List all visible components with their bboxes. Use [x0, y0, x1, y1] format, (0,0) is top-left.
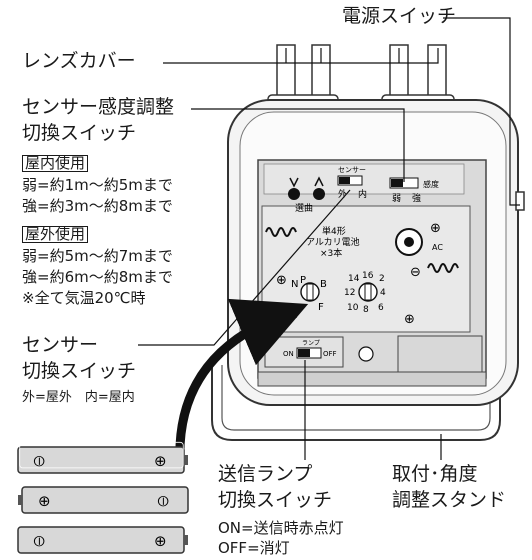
lamp-off-desc: OFF=消灯	[218, 539, 290, 557]
ac-minus-icon: ⊖	[410, 265, 421, 280]
indoor-strong: 強=約3m〜約8mまで	[22, 197, 173, 215]
battery-count-label: ×3本	[320, 247, 342, 259]
dial-left-f: F	[318, 302, 324, 313]
lens-cover	[267, 44, 455, 108]
lens-cover-label: レンズカバー	[22, 50, 136, 72]
indicator-lamp	[358, 346, 374, 362]
dial-right-6: 6	[378, 303, 384, 313]
outdoor-strong: 強=約6m〜約8mまで	[22, 268, 173, 286]
song-select-down-icon[interactable]	[289, 177, 299, 188]
power-switch[interactable]	[515, 191, 525, 211]
sensitivity-strong-label: 強	[412, 192, 421, 204]
sensor-switch-label-line1: センサー	[22, 334, 99, 356]
battery-plus-icon: ⊕	[404, 312, 415, 327]
sensor-switch-label-line2: 切換スイッチ	[22, 360, 137, 382]
battery-kind-label: アルカリ電池	[306, 236, 360, 248]
mounting-stand	[211, 360, 501, 441]
dial-right-10: 10	[347, 303, 359, 313]
dial-right-4: 4	[380, 288, 386, 298]
dial-right-12: 12	[344, 288, 355, 298]
ac-plus-icon: ⊕	[430, 221, 441, 236]
spring-left-top	[265, 227, 297, 237]
battery-2-right-icon: ⦶	[158, 492, 169, 510]
stand-label-line2: 調整スタンド	[392, 489, 507, 511]
dial-right-16: 16	[362, 271, 374, 281]
sensitivity-label: 感度	[423, 179, 439, 189]
sensitivity-weak-label: 弱	[392, 193, 401, 204]
battery-3: ⦶ ⊕	[17, 526, 188, 554]
dial-left-b: B	[320, 279, 327, 290]
indoor-heading: 屋内使用	[22, 155, 89, 172]
outdoor-heading: 屋外使用	[22, 226, 89, 243]
sensitivity-switch-label-line1: センサー感度調整	[22, 96, 175, 118]
battery-2-left-icon: ⊕	[38, 492, 51, 510]
battery-type-label: 単4形	[322, 225, 346, 237]
outdoor-weak: 弱=約5m〜約7mまで	[22, 247, 173, 265]
insert-arrow	[175, 298, 309, 463]
battery-1: ⦶ ⊕	[17, 441, 188, 474]
stand-label-line1: 取付･角度	[392, 463, 478, 485]
sensor-small-label: センサー	[338, 166, 366, 174]
sensor-switch-desc: 外=屋外 内=屋内	[22, 390, 135, 405]
spring-right	[427, 263, 459, 273]
lamp-switch-label-line2: 切換スイッチ	[218, 489, 333, 511]
song-dial[interactable]	[358, 282, 378, 302]
lamp-switch-label-line1: 送信ランプ	[218, 463, 313, 485]
dial-left-n: N	[291, 279, 298, 290]
lamp-off-label: OFF	[323, 350, 337, 358]
battery-3-left-icon: ⦶	[34, 532, 45, 550]
dial-right-14: 14	[348, 274, 360, 284]
song-select-button-right[interactable]	[313, 188, 325, 200]
dial-left-p: P	[300, 275, 306, 286]
power-switch-label: 電源スイッチ	[342, 5, 457, 27]
leader-lines	[138, 17, 520, 460]
battery-3-right-icon: ⊕	[154, 532, 167, 550]
dial-right-8: 8	[363, 305, 369, 315]
indoor-weak: 弱=約1m〜約5mまで	[22, 176, 173, 194]
battery-1-right-icon: ⊕	[154, 452, 167, 470]
battery-1-left-icon: ⦶	[34, 452, 45, 470]
ac-label: AC	[432, 243, 443, 252]
song-select-button-left[interactable]	[288, 188, 300, 200]
dial-right-2: 2	[379, 274, 385, 284]
lamp-on-desc: ON=送信時赤点灯	[218, 519, 344, 537]
temperature-note: ※全て気温20℃時	[22, 289, 146, 307]
sensitivity-switch-label-line2: 切換スイッチ	[22, 122, 137, 144]
dial-left-plus-icon: ⊕	[276, 273, 287, 288]
lamp-on-label: ON	[283, 350, 294, 358]
battery-2: ⊕ ⦶	[18, 486, 189, 514]
song-select-up-icon[interactable]	[314, 176, 324, 187]
sensor-outside-label: 外	[338, 188, 347, 200]
sensor-inside-label: 内	[358, 188, 367, 200]
lamp-small-label: ランプ	[302, 340, 320, 347]
song-select-label: 選曲	[295, 203, 313, 214]
mode-dial[interactable]	[300, 282, 320, 302]
